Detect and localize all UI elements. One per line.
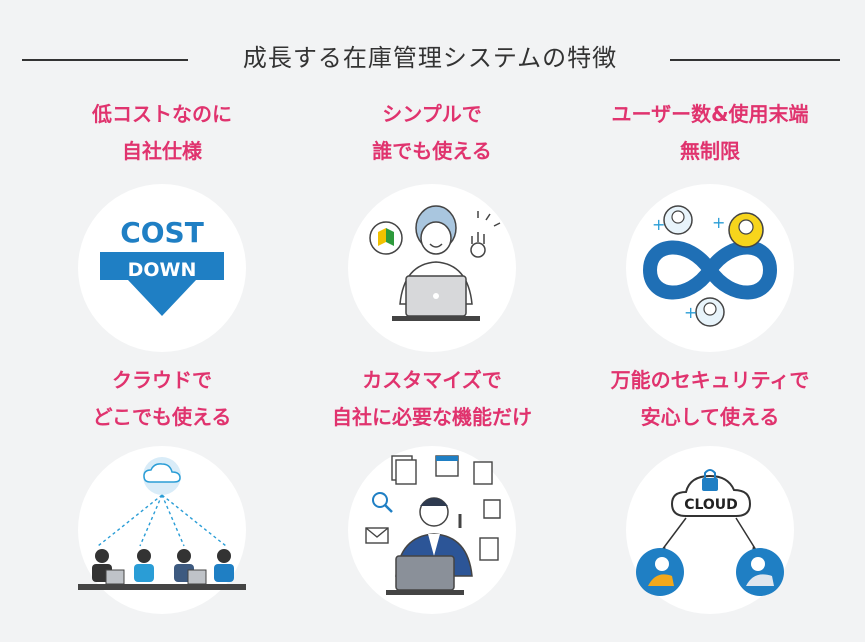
section-title: 成長する在庫管理システムの特徴 [242, 44, 618, 72]
cost-down-icon: COST DOWN [100, 216, 224, 316]
feature-label-line2: 安心して使える [640, 405, 780, 429]
header-rule-left [22, 59, 188, 61]
cost-text: COST [120, 216, 204, 249]
section-header: 成長する在庫管理システムの特徴 [0, 38, 865, 78]
svg-text:+: + [652, 215, 665, 234]
feature-label: 万能のセキュリティで 安心して使える [566, 362, 854, 436]
feature-label-line2: 自社に必要な機能だけ [332, 405, 532, 429]
cloud-text: CLOUD [684, 497, 738, 513]
feature-label-line1: カスタマイズで [362, 368, 502, 392]
feature-label-line2: 誰でも使える [372, 139, 492, 163]
feature-cloud: クラウドで どこでも使える [18, 362, 306, 642]
down-text: DOWN [128, 259, 197, 281]
feature-label: シンプルで 誰でも使える [288, 96, 576, 170]
feature-label-line1: シンプルで [382, 102, 482, 126]
feature-cost: 低コストなのに 自社仕様 COST DOWN [18, 96, 306, 376]
feature-simple: シンプルで 誰でも使える [288, 96, 576, 376]
secure-cloud-icon: CLOUD [636, 469, 784, 596]
feature-illustration-circle [348, 184, 516, 352]
feature-label-line2: 無制限 [680, 139, 740, 163]
feature-label-line2: 自社仕様 [122, 139, 202, 163]
feature-label-line1: クラウドで [112, 368, 212, 392]
feature-label: クラウドで どこでも使える [18, 362, 306, 436]
feature-label-line1: ユーザー数&使用末端 [611, 102, 809, 126]
cloud-team-icon [78, 457, 246, 590]
feature-illustration-circle: CLOUD [626, 446, 794, 614]
feature-illustration-circle: COST DOWN [78, 184, 246, 352]
feature-unlimited: ユーザー数&使用末端 無制限 + + + [566, 96, 854, 376]
feature-label: カスタマイズで 自社に必要な機能だけ [288, 362, 576, 436]
feature-security: 万能のセキュリティで 安心して使える CLOUD [566, 362, 854, 642]
beginner-ok-icon [369, 205, 501, 321]
feature-label-line1: 万能のセキュリティで [610, 368, 810, 392]
infinity-users-icon: + + + [642, 205, 778, 327]
down-arrow-shape [100, 252, 224, 316]
feature-illustration-circle [78, 446, 246, 614]
feature-label-line1: 低コストなのに [92, 102, 232, 126]
feature-label-line2: どこでも使える [92, 405, 232, 429]
feature-illustration-circle: + + + [626, 184, 794, 352]
header-rule-right [670, 59, 840, 61]
feature-label: ユーザー数&使用末端 無制限 [566, 96, 854, 170]
svg-text:+: + [684, 303, 697, 322]
feature-illustration-circle [348, 446, 516, 614]
feature-label: 低コストなのに 自社仕様 [18, 96, 306, 170]
svg-text:+: + [712, 213, 725, 232]
feature-customize: カスタマイズで 自社に必要な機能だけ [288, 362, 576, 642]
custom-functions-icon [365, 455, 501, 595]
